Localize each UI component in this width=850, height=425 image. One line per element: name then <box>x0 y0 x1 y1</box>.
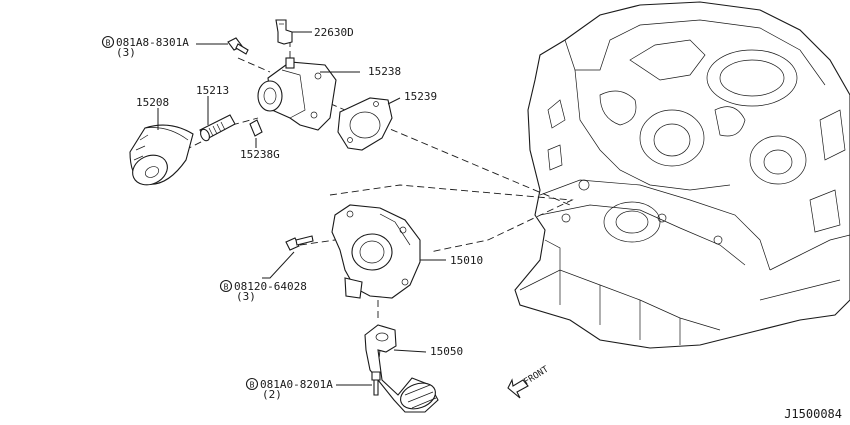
gasket-15239 <box>337 97 393 151</box>
alignment-lines <box>184 40 574 369</box>
label-front: FRONT <box>522 364 551 387</box>
label-pump: 15010 <box>450 254 483 267</box>
label-bolt-top-code: 081A8-8301A <box>116 36 189 49</box>
b-marker-low: B <box>245 377 259 391</box>
label-bolt-low-code: 081A0-8201A <box>260 378 333 391</box>
b-marker-top-symbol: B <box>106 39 111 48</box>
bolt-081a8 <box>227 37 249 55</box>
label-filter: 15208 <box>136 96 169 109</box>
label-stud: 15213 <box>196 84 229 97</box>
b-marker-mid-symbol: B <box>224 283 229 292</box>
label-adapter: 15238 <box>368 65 401 78</box>
bolt-081a0 <box>371 371 381 396</box>
oil-strainer-15050 <box>364 324 439 413</box>
oil-filter-15208 <box>129 124 194 186</box>
b-marker-top: B <box>101 35 115 49</box>
label-pin: 15238G <box>240 148 280 161</box>
label-gasket: 15239 <box>404 90 437 103</box>
adapter-15238 <box>257 57 337 131</box>
oil-pump-15010 <box>331 204 421 299</box>
front-arrow-icon <box>507 378 529 399</box>
sensor-22630d <box>275 19 293 45</box>
engine-block <box>514 1 850 349</box>
label-bolt-mid-code: 08120-64028 <box>234 280 307 293</box>
b-marker-low-symbol: B <box>250 381 255 390</box>
leader-lines <box>157 31 446 386</box>
bolt-08120 <box>285 235 314 251</box>
pin-15238g <box>249 119 263 137</box>
b-marker-mid: B <box>219 279 233 293</box>
stud-15213 <box>199 114 236 142</box>
label-sensor: 22630D <box>314 26 354 39</box>
diagram-id: J1500084 <box>784 407 842 421</box>
label-bolt-mid-qty: (3) <box>236 290 256 303</box>
label-bolt-top-qty: (3) <box>116 46 136 59</box>
label-strainer: 15050 <box>430 345 463 358</box>
label-bolt-low-qty: (2) <box>262 388 282 401</box>
